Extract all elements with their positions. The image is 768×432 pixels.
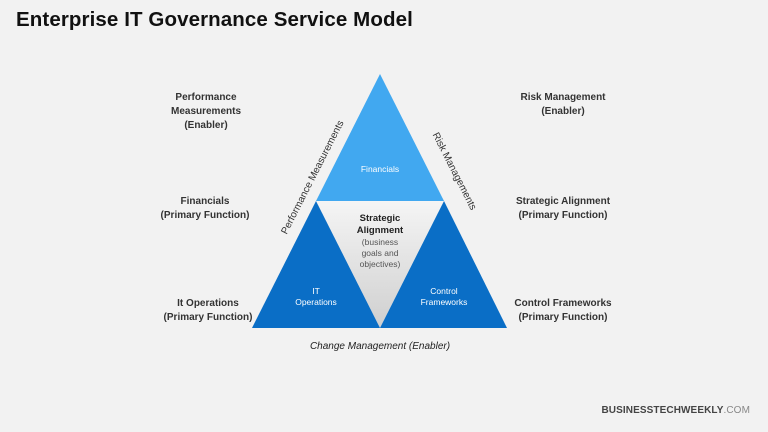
brand-watermark: BUSINESSTECHWEEKLY.COM	[601, 405, 750, 416]
label-line: (Primary Function)	[518, 312, 608, 323]
brand-name: BUSINESSTECHWEEKLY	[601, 405, 724, 416]
label-line: (Primary Function)	[163, 312, 253, 323]
label-line: (Primary Function)	[160, 210, 250, 221]
label-control-frameworks-primary: Control Frameworks (Primary Function)	[503, 297, 623, 325]
strategic-alignment-label: Strategic Alignment (business goals and …	[340, 213, 420, 270]
label-line: Risk Management	[520, 92, 606, 103]
label-line: Strategic Alignment	[515, 196, 611, 207]
label-line: objectives)	[359, 259, 401, 269]
label-line: (business	[361, 237, 399, 247]
label-line: goals and	[361, 248, 399, 258]
it-operations-label: IT Operations	[276, 286, 356, 308]
control-frameworks-label: Control Frameworks	[404, 286, 484, 308]
label-financials-primary: Financials (Primary Function)	[150, 195, 260, 223]
label-risk-management-enabler: Risk Management (Enabler)	[508, 91, 618, 119]
label-line: (Primary Function)	[518, 210, 608, 221]
label-line: Control	[430, 286, 458, 296]
label-line: Control Frameworks	[514, 298, 612, 309]
label-line: (Enabler)	[184, 120, 228, 131]
label-line: Operations	[295, 297, 337, 307]
label-line: Performance	[175, 92, 237, 103]
change-management-label: Change Management (Enabler)	[309, 341, 451, 352]
label-line: It Operations	[177, 298, 239, 309]
label-line: Measurements	[170, 106, 242, 117]
label-line: Alignment	[356, 225, 404, 236]
page-title: Enterprise IT Governance Service Model	[16, 8, 413, 31]
label-line: Financials	[180, 196, 230, 207]
label-line: Frameworks	[420, 297, 468, 307]
label-it-operations-primary: It Operations (Primary Function)	[153, 297, 263, 325]
label-line: (Enabler)	[541, 106, 585, 117]
triangle-it-operations	[252, 201, 380, 328]
label-line: IT	[312, 286, 320, 296]
label-strategic-alignment-primary: Strategic Alignment (Primary Function)	[503, 195, 623, 223]
triangle-control-frameworks	[380, 201, 507, 328]
triangle-strategic-alignment	[316, 201, 444, 328]
brand-domain: .COM	[723, 405, 750, 416]
financials-label: Financials	[360, 164, 400, 174]
label-performance-measurements-enabler: Performance Measurements (Enabler)	[162, 91, 250, 133]
triangle-financials	[316, 74, 444, 201]
label-line: Strategic	[359, 213, 401, 224]
